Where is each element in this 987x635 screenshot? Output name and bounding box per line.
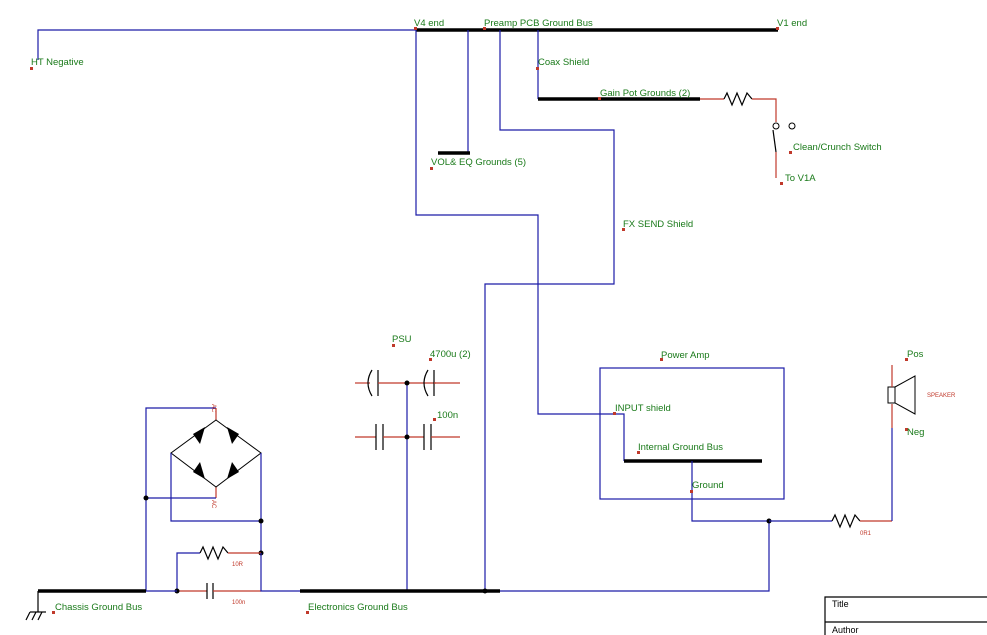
ac-top-label: AC	[210, 404, 216, 413]
resistor-10r	[199, 545, 229, 561]
title-block: Title Author	[824, 596, 987, 635]
clean-crunch-switch-lever	[772, 129, 777, 153]
resistor-0r1	[831, 513, 861, 529]
diode-1	[193, 427, 205, 444]
gain-pot-label: Gain Pot Grounds (2)	[600, 88, 690, 99]
preamp-bus-label: Preamp PCB Ground Bus	[484, 18, 593, 29]
ground-label: Ground	[692, 480, 724, 491]
psu-electrolytic-cap-right	[423, 369, 429, 397]
fx-send-shield-wire	[484, 30, 615, 591]
input-shield-label: INPUT shield	[615, 403, 671, 414]
power-amp-ground-wire	[500, 461, 770, 592]
psu-section: PSU 4700u (2) 100n	[355, 334, 471, 591]
v4-end-wire	[415, 30, 614, 415]
v1-end-label: V1 end	[777, 18, 807, 29]
switch-contact-b	[788, 122, 796, 130]
resistor-10r-label: 10R	[232, 562, 244, 568]
psu-label: PSU	[392, 334, 412, 345]
chassis-bus-label: Chassis Ground Bus	[55, 602, 142, 613]
ac-top-wire	[145, 407, 216, 591]
cap-4700u-label: 4700u (2)	[430, 349, 471, 360]
switch-contact-a	[772, 122, 780, 130]
speaker-cone	[894, 375, 916, 415]
speaker-label: SPEAKER	[927, 393, 956, 399]
coax-shield-label: Coax Shield	[538, 57, 589, 68]
title-block-author: Author	[832, 625, 859, 635]
gain-pot-resistor	[723, 91, 753, 107]
input-shield-wire	[614, 413, 625, 461]
cap-100n-small-label: 100n	[232, 600, 245, 606]
power-amp-label: Power Amp	[661, 350, 710, 361]
ac-bottom-label: AC	[210, 500, 216, 509]
bridge-rectifier	[170, 419, 262, 488]
speaker-neg-label: Neg	[907, 427, 924, 438]
resistor-0r1-label: 0R1	[860, 531, 872, 537]
preamp-section: HT Negative V4 end Preamp PCB Ground Bus…	[30, 18, 882, 591]
chassis-ground-icon	[25, 591, 46, 621]
psu-electrolytic-cap-left	[367, 369, 373, 397]
ht-negative-label: HT Negative	[31, 57, 84, 68]
fx-send-label: FX SEND Shield	[623, 219, 693, 230]
internal-bus-label: Internal Ground Bus	[638, 442, 723, 453]
power-amp-section: Power Amp INPUT shield Internal Ground B…	[500, 350, 785, 592]
diode-4	[227, 462, 239, 479]
v4-end-label: V4 end	[414, 18, 444, 29]
speaker-section: Pos Neg SPEAKER 0R1	[769, 349, 956, 537]
vol-eq-label: VOL& EQ Grounds (5)	[431, 157, 526, 168]
electronics-bus-label: Electronics Ground Bus	[308, 602, 408, 613]
speaker-pos-label: Pos	[907, 349, 924, 360]
ground-buses: Chassis Ground Bus Electronics Ground Bu…	[25, 588, 500, 621]
diode-2	[227, 427, 239, 444]
cap-100n-label: 100n	[437, 410, 458, 421]
speaker-icon	[887, 386, 896, 404]
title-block-title: Title	[832, 599, 849, 609]
clean-crunch-label: Clean/Crunch Switch	[793, 142, 882, 153]
ht-negative-wire	[37, 29, 416, 60]
bridge-rectifier-section: AC AC 10R 100n	[143, 404, 300, 606]
to-v1a-label: To V1A	[785, 173, 816, 184]
diode-3	[193, 462, 205, 479]
